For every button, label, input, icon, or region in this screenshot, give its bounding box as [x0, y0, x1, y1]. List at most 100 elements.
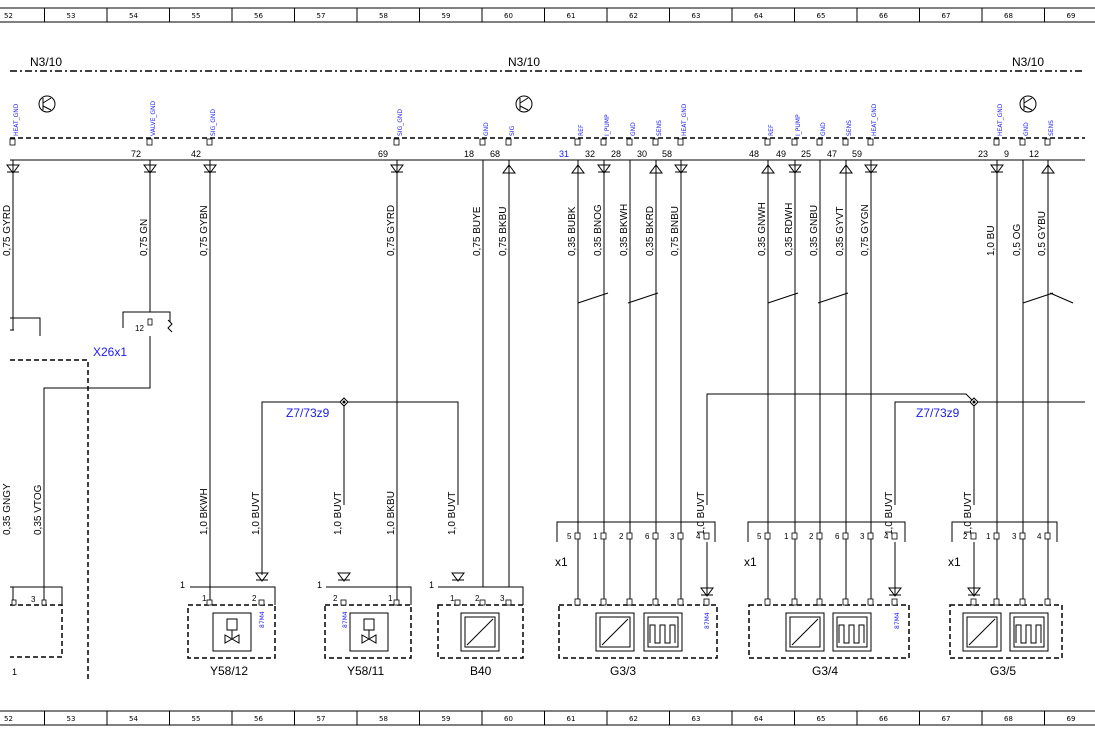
component-label: G3/3: [610, 664, 636, 678]
pin-contact: [206, 599, 213, 606]
pin-contact: [842, 598, 849, 606]
pin-number: 1: [388, 594, 393, 603]
wire-label: 0,35 BNOG: [593, 204, 604, 256]
component-y58-12: 1 1 2 87M4 Y58/12: [180, 580, 276, 678]
signal-arrow-icon: [451, 572, 465, 582]
pulse-icon: [643, 612, 683, 652]
transistor-icon: [38, 95, 56, 113]
pin-contact: [652, 138, 659, 146]
pin-contact: [505, 138, 512, 146]
pin-contact: [258, 599, 265, 606]
pin-number: 72: [131, 149, 141, 159]
pin-contact: [146, 138, 153, 146]
grid-number: 69: [1067, 715, 1076, 723]
component-g3-3: x1 87M4 G3/3: [555, 521, 718, 678]
grid-number: 53: [67, 715, 76, 723]
connector-pin-number: 3: [670, 532, 675, 541]
signal-arrow-icon: [700, 587, 714, 597]
pin-contact: [677, 598, 684, 606]
grid-number: 59: [442, 715, 451, 723]
sensor-icon: [785, 612, 825, 652]
pin-contact: [1019, 598, 1026, 606]
pin-number: 59: [852, 149, 862, 159]
grid-number: 61: [567, 12, 576, 20]
grid-number: 57: [317, 715, 326, 723]
pin-number: 2: [252, 594, 257, 603]
pin-contact: [816, 532, 823, 540]
grid-number: 67: [942, 715, 951, 723]
connector-pin-number: 5: [757, 532, 762, 541]
grid-number: 53: [67, 12, 76, 20]
pin-contact: [652, 598, 659, 606]
grid-number: 66: [879, 715, 888, 723]
wire-label: 0,35 GNBU: [809, 205, 820, 256]
pin-label: REF: [768, 124, 775, 136]
pin-label: HEAT_GND: [871, 103, 878, 136]
connector-pin-number: 2: [619, 532, 624, 541]
grid-number: 65: [817, 715, 826, 723]
pin-number: 31: [559, 149, 569, 159]
connector-pin-number: 3: [860, 532, 865, 541]
grid-number: 65: [817, 12, 826, 20]
pin-label: GND: [820, 122, 827, 136]
sensor-icon: [595, 612, 635, 652]
component-label: Y58/12: [210, 664, 248, 678]
wire-label: 0,35 BKWH: [619, 204, 630, 256]
pin-contact: [891, 598, 898, 606]
connector-pin-number: 1: [593, 532, 598, 541]
pin-number: 68: [490, 149, 500, 159]
connector-pin-number: 2: [809, 532, 814, 541]
pin-label: GND: [630, 122, 637, 136]
pin-contact: [1044, 532, 1051, 540]
pin-contact: [764, 138, 771, 146]
ref-label: 87M4: [259, 611, 266, 628]
grid-number: 60: [504, 12, 513, 20]
grid-number: 61: [567, 715, 576, 723]
signal-arrow-icon: [337, 572, 351, 582]
wire-label: 0,35 GYVT: [835, 207, 846, 256]
pin-contact: [626, 138, 633, 146]
pin-contact: [393, 599, 400, 606]
wire-group-mark: [767, 292, 849, 304]
pin-contact: [970, 532, 977, 540]
x1-label: x1: [948, 555, 961, 569]
pin-label: SIG: [509, 125, 516, 136]
connector-marker: 1: [180, 580, 185, 590]
pin-number: 32: [585, 149, 595, 159]
pin-contact: [891, 532, 898, 540]
pin-label: SIG_GND: [397, 109, 404, 136]
wire-label: 0,5 OG: [1012, 224, 1023, 256]
wire-label: 0,35 BUBK: [567, 206, 578, 256]
pin-contact: [505, 599, 512, 606]
wire-group-mark: [577, 292, 659, 304]
pin-contact: [652, 532, 659, 540]
grid-number: 68: [1004, 12, 1013, 20]
pin-contact: [206, 138, 213, 146]
connector-pin-number: 1: [784, 532, 789, 541]
pin-contact: [1044, 598, 1051, 606]
ecu-title-center: N3/10: [508, 55, 540, 69]
connector-pin-number: 6: [835, 532, 840, 541]
pin-number: 2: [475, 594, 480, 603]
ecu-title-left: N3/10: [30, 55, 62, 69]
grid-number: 55: [192, 715, 201, 723]
grid-number: 62: [629, 715, 638, 723]
pin-contact: [703, 598, 710, 606]
grid-number: 66: [879, 12, 888, 20]
pin-contact: [574, 532, 581, 540]
pin-contact: [677, 138, 684, 146]
pin-contact: [791, 138, 798, 146]
grid-number: 63: [692, 12, 701, 20]
pin-contact: [993, 138, 1000, 146]
pin-contact: [479, 138, 486, 146]
wire-label: 0,35 RDWH: [784, 203, 795, 256]
wire-label: 1,0 BU: [986, 225, 997, 256]
wire-label: 0,75 GYBN: [199, 205, 210, 256]
pin-contact: [791, 532, 798, 540]
wire-label: 1,0 BUVT: [251, 492, 262, 535]
grid-number: 57: [317, 12, 326, 20]
wire-label: 0,75 BNBU: [670, 206, 681, 256]
